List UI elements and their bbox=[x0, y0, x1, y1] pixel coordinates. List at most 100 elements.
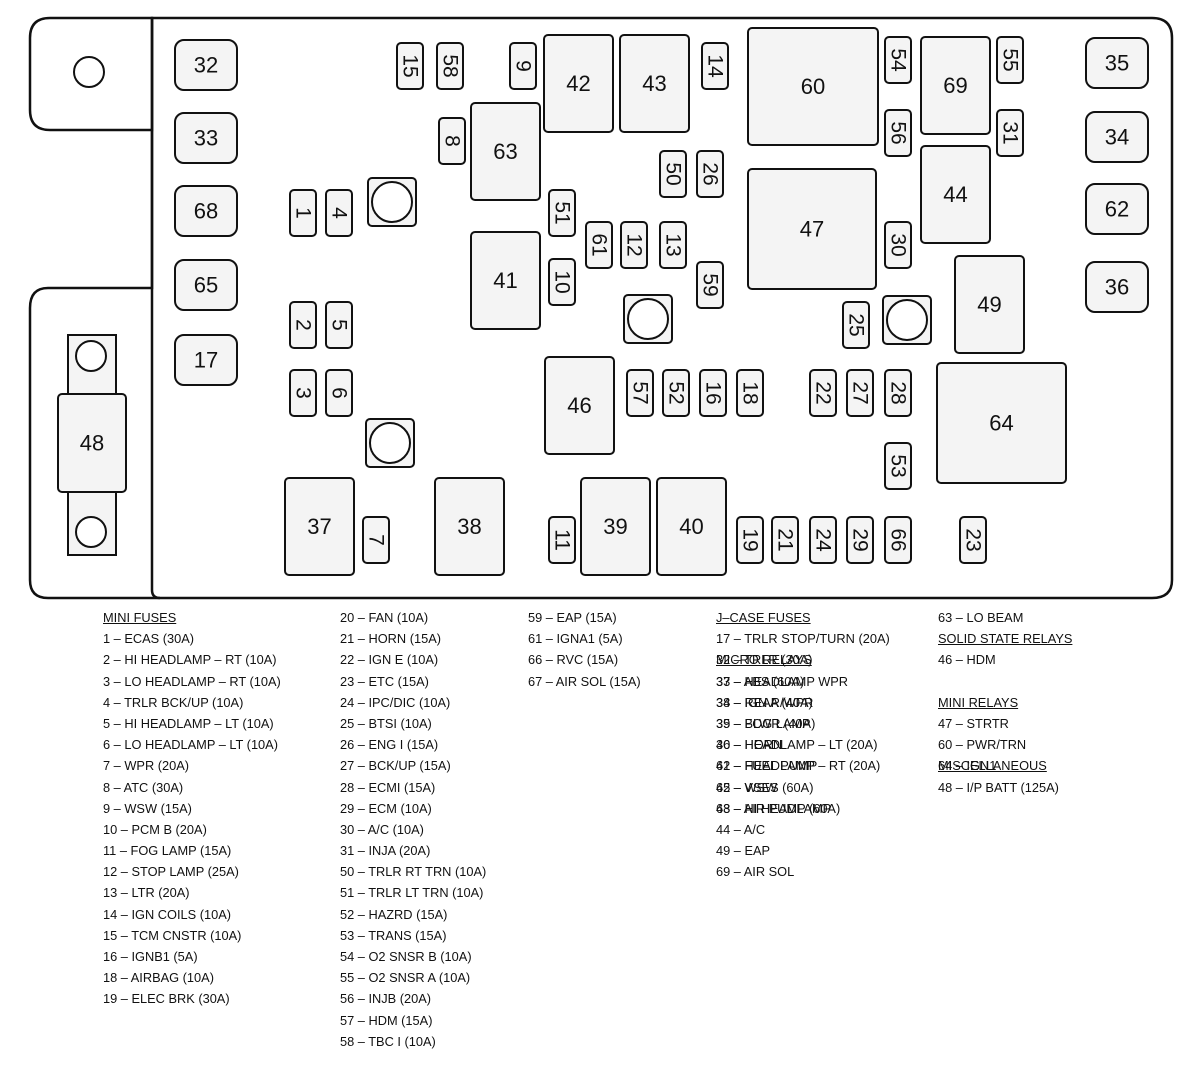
component-label: 12 bbox=[623, 233, 646, 256]
component-box bbox=[936, 362, 1067, 484]
component-box bbox=[174, 334, 238, 386]
component-33: 33 bbox=[174, 112, 238, 164]
component-box bbox=[771, 516, 799, 564]
component-label: 16 bbox=[702, 381, 725, 404]
component-box bbox=[619, 34, 690, 133]
component-13: 13 bbox=[659, 221, 687, 269]
legend-item: 19 – ELEC BRK (30A) bbox=[103, 991, 230, 1007]
component-43: 43 bbox=[619, 34, 690, 133]
component-box bbox=[438, 117, 466, 165]
legend-item: 32 – TRLR (30A) bbox=[716, 652, 813, 668]
legend-item: 11 – FOG LAMP (15A) bbox=[103, 843, 232, 859]
component-label: 41 bbox=[493, 268, 517, 293]
component-37: 37 bbox=[284, 477, 355, 576]
component-55: 55 bbox=[996, 36, 1024, 84]
component-3: 3 bbox=[289, 369, 317, 417]
component-box bbox=[362, 516, 390, 564]
component-box bbox=[57, 393, 127, 493]
component-label: 54 bbox=[887, 48, 910, 72]
component-47: 47 bbox=[747, 168, 877, 290]
component-box bbox=[325, 369, 353, 417]
component-label: 65 bbox=[194, 273, 218, 298]
component-box bbox=[509, 42, 537, 90]
component-24: 24 bbox=[809, 516, 837, 564]
component-7: 7 bbox=[362, 516, 390, 564]
legend-item: 62 – HEADLAMP – RT (20A) bbox=[716, 758, 881, 774]
component-label: 32 bbox=[194, 53, 218, 78]
component-label: 46 bbox=[567, 393, 591, 418]
component-label: 62 bbox=[1105, 197, 1129, 222]
component-label: 49 bbox=[977, 292, 1001, 317]
component-box bbox=[696, 150, 724, 198]
legend-heading: MISCELLANEOUS bbox=[938, 758, 1047, 774]
legend-item: 53 – TRANS (15A) bbox=[340, 927, 447, 943]
component-box bbox=[920, 145, 991, 244]
legend-item: 33 – ABS (60A) bbox=[716, 673, 805, 689]
mounting-hole bbox=[886, 299, 928, 341]
component-label: 51 bbox=[551, 201, 574, 224]
component-label: 22 bbox=[812, 381, 835, 404]
component-44: 44 bbox=[920, 145, 991, 244]
component-label: 1 bbox=[292, 207, 315, 219]
component-42: 42 bbox=[543, 34, 614, 133]
legend-item: 6 – LO HEADLAMP – LT (10A) bbox=[103, 737, 278, 753]
component-label: 38 bbox=[457, 514, 481, 539]
component-56: 56 bbox=[884, 109, 912, 157]
component-label: 2 bbox=[292, 319, 315, 331]
legend-item: 2 – HI HEADLAMP – RT (10A) bbox=[103, 652, 277, 668]
component-box bbox=[996, 109, 1024, 157]
legend-item: 31 – INJA (20A) bbox=[340, 843, 431, 859]
legend-item: 69 – AIR SOL bbox=[716, 864, 795, 880]
component-label: 19 bbox=[739, 528, 762, 551]
component-31: 31 bbox=[996, 109, 1024, 157]
legend-item: 8 – ATC (30A) bbox=[103, 779, 184, 795]
mounting-hole bbox=[627, 298, 669, 340]
component-label: 40 bbox=[679, 514, 703, 539]
component-box bbox=[954, 255, 1025, 354]
legend-item: 47 – STRTR bbox=[938, 715, 1009, 731]
legend-item: 1 – ECAS (30A) bbox=[103, 631, 195, 647]
legend-item: 56 – INJB (20A) bbox=[340, 991, 432, 1007]
legend-item: 38 – REAR/WPR bbox=[716, 694, 814, 710]
component-23: 23 bbox=[959, 516, 987, 564]
component-4: 4 bbox=[325, 189, 353, 237]
component-64: 64 bbox=[936, 362, 1067, 484]
component-label: 17 bbox=[194, 348, 218, 373]
component-label: 10 bbox=[551, 270, 574, 293]
component-box bbox=[1085, 111, 1149, 163]
component-30: 30 bbox=[884, 221, 912, 269]
component-box bbox=[699, 369, 727, 417]
component-label: 26 bbox=[699, 162, 722, 185]
component-27: 27 bbox=[846, 369, 874, 417]
component-53: 53 bbox=[884, 442, 912, 490]
component-label: 52 bbox=[665, 381, 688, 404]
component-1: 1 bbox=[289, 189, 317, 237]
component-11: 11 bbox=[548, 516, 576, 564]
component-25: 25 bbox=[842, 301, 870, 349]
legend-item: 61 – IGNA1 (5A) bbox=[528, 631, 623, 647]
mounting-hole bbox=[75, 340, 107, 372]
component-box bbox=[325, 189, 353, 237]
component-52: 52 bbox=[662, 369, 690, 417]
component-label: 37 bbox=[307, 514, 331, 539]
component-label: 58 bbox=[439, 54, 462, 77]
legend-item: 54 – O2 SNSR B (10A) bbox=[340, 949, 472, 964]
component-box bbox=[548, 516, 576, 564]
legend-list: 17 – TRLR STOP/TURN (20A)32 – TRLR (30A)… bbox=[716, 628, 890, 816]
component-box bbox=[846, 369, 874, 417]
component-box bbox=[884, 516, 912, 564]
component-box bbox=[959, 516, 987, 564]
legend-item: 50 – TRLR RT TRN (10A) bbox=[340, 864, 487, 880]
component-39: 39 bbox=[580, 477, 651, 576]
component-box bbox=[920, 36, 991, 135]
component-box bbox=[662, 369, 690, 417]
legend-item: 35 – BLWR (40A) bbox=[716, 715, 816, 731]
component-box bbox=[1085, 183, 1149, 235]
component-69: 69 bbox=[920, 36, 991, 135]
component-label: 7 bbox=[365, 534, 388, 546]
component-label: 57 bbox=[629, 381, 652, 404]
legend-item: 42 – WSW bbox=[716, 779, 778, 795]
component-label: 24 bbox=[812, 528, 835, 552]
legend-heading: MINI FUSES bbox=[103, 610, 177, 625]
component-box bbox=[996, 36, 1024, 84]
